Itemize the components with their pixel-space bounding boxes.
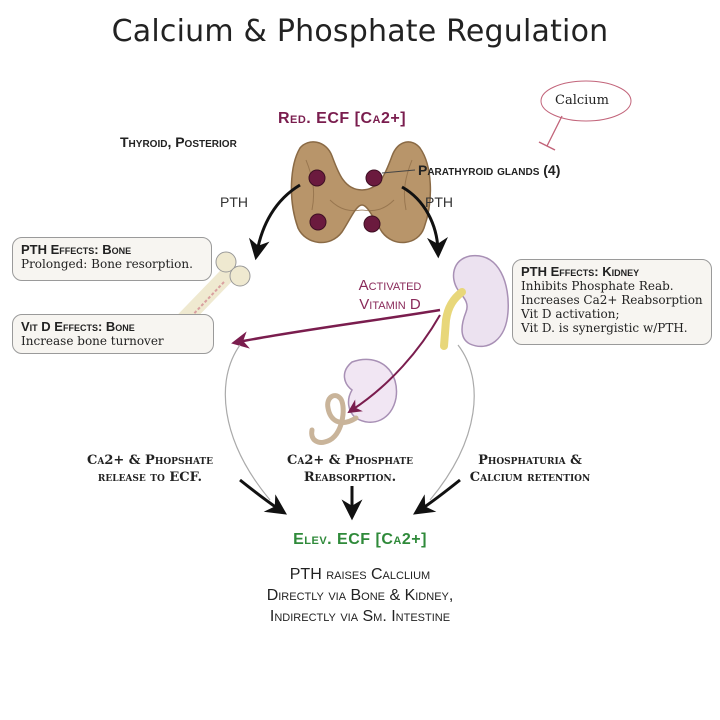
summary-line-2: Directly via Bone & Kidney, (266, 587, 454, 604)
pth-bone-heading: PTH Effects: Bone (21, 242, 132, 257)
pth-kidney-line-1: Inhibits Phosphate Reab. (521, 279, 674, 293)
kidney-outcome-line-1: Phosphaturia & (478, 453, 582, 468)
intestine-outcome-line-2: Reabsorption. (303, 470, 397, 485)
intestine-outcome-line-1: Ca2+ & Phosphate (287, 453, 413, 468)
bone-to-ecf-arc (224, 344, 271, 501)
page-title: Calcium & Phosphate Regulation (111, 14, 609, 49)
reduced-ecf-label: Red. ECF [Ca2+] (277, 110, 407, 127)
kidney-icon (440, 255, 509, 350)
vitd-bone-heading: Vit D Effects: Bone (21, 319, 135, 334)
thyroid-gland-icon (290, 141, 432, 244)
pth-arrow-right (401, 185, 448, 259)
vitamin-d-arrow-bone (231, 308, 441, 349)
kidney-outcome-line-2: Calcium retention (469, 470, 591, 485)
summary-line-1: PTH raises Calclium (289, 566, 431, 583)
pth-bone-line: Prolonged: Bone resorption. (21, 257, 193, 271)
pth-kidney-line-4: Vit D. is synergistic w/PTH. (521, 321, 688, 335)
vitamin-d-arrow-intestine (347, 314, 441, 414)
vitd-bone-effects-box: Vit D Effects: Bone Increase bone turnov… (12, 314, 214, 354)
kidney-outcome-arrow (413, 478, 461, 515)
vitamin-d-line-2: Vitamin D (359, 296, 421, 313)
pth-label-left: PTH (220, 194, 248, 210)
calcium-label: Calcium (555, 93, 609, 108)
pth-kidney-heading: PTH Effects: Kidney (521, 264, 640, 279)
summary-line-3: Indirectly via Sm. Intestine (269, 608, 451, 625)
vitamin-d-line-1: Activated (358, 277, 422, 294)
summary-note: PTH raises Calclium Directly via Bone & … (200, 564, 520, 627)
pth-kidney-line-2: Increases Ca2+ Reabsorption (521, 293, 703, 307)
bone-outcome-label: Ca2+ & Phopshate release to ECF. (75, 452, 225, 486)
stomach-intestine-icon (309, 358, 398, 445)
intestine-outcome-label: Ca2+ & Phosphate Reabsorption. (275, 452, 425, 486)
pth-kidney-line-3: Vit D activation; (521, 307, 620, 321)
pth-bone-effects-box: PTH Effects: Bone Prolonged: Bone resorp… (12, 237, 212, 281)
parathyroid-pointer (381, 169, 416, 174)
pth-label-right: PTH (425, 194, 453, 210)
thyroid-label: Thyroid, Posterior (120, 134, 237, 150)
calcium-inhibition-icon (538, 80, 632, 151)
pth-kidney-effects-box: PTH Effects: Kidney Inhibits Phosphate R… (512, 259, 712, 345)
kidney-to-ecf-arc (429, 344, 475, 501)
elevated-ecf-label: Elev. ECF [Ca2+] (293, 531, 427, 548)
kidney-outcome-label: Phosphaturia & Calcium retention (445, 452, 615, 486)
bone-outcome-line-1: Ca2+ & Phopshate (87, 453, 213, 468)
vitd-bone-line: Increase bone turnover (21, 334, 164, 348)
bone-outcome-arrow (239, 478, 287, 515)
parathyroid-label: Parathyroid glands (4) (418, 162, 561, 178)
pth-arrow-left (248, 183, 301, 261)
bone-outcome-line-2: release to ECF. (97, 470, 203, 485)
activated-vitamin-d-label: Activated Vitamin D (330, 276, 450, 314)
